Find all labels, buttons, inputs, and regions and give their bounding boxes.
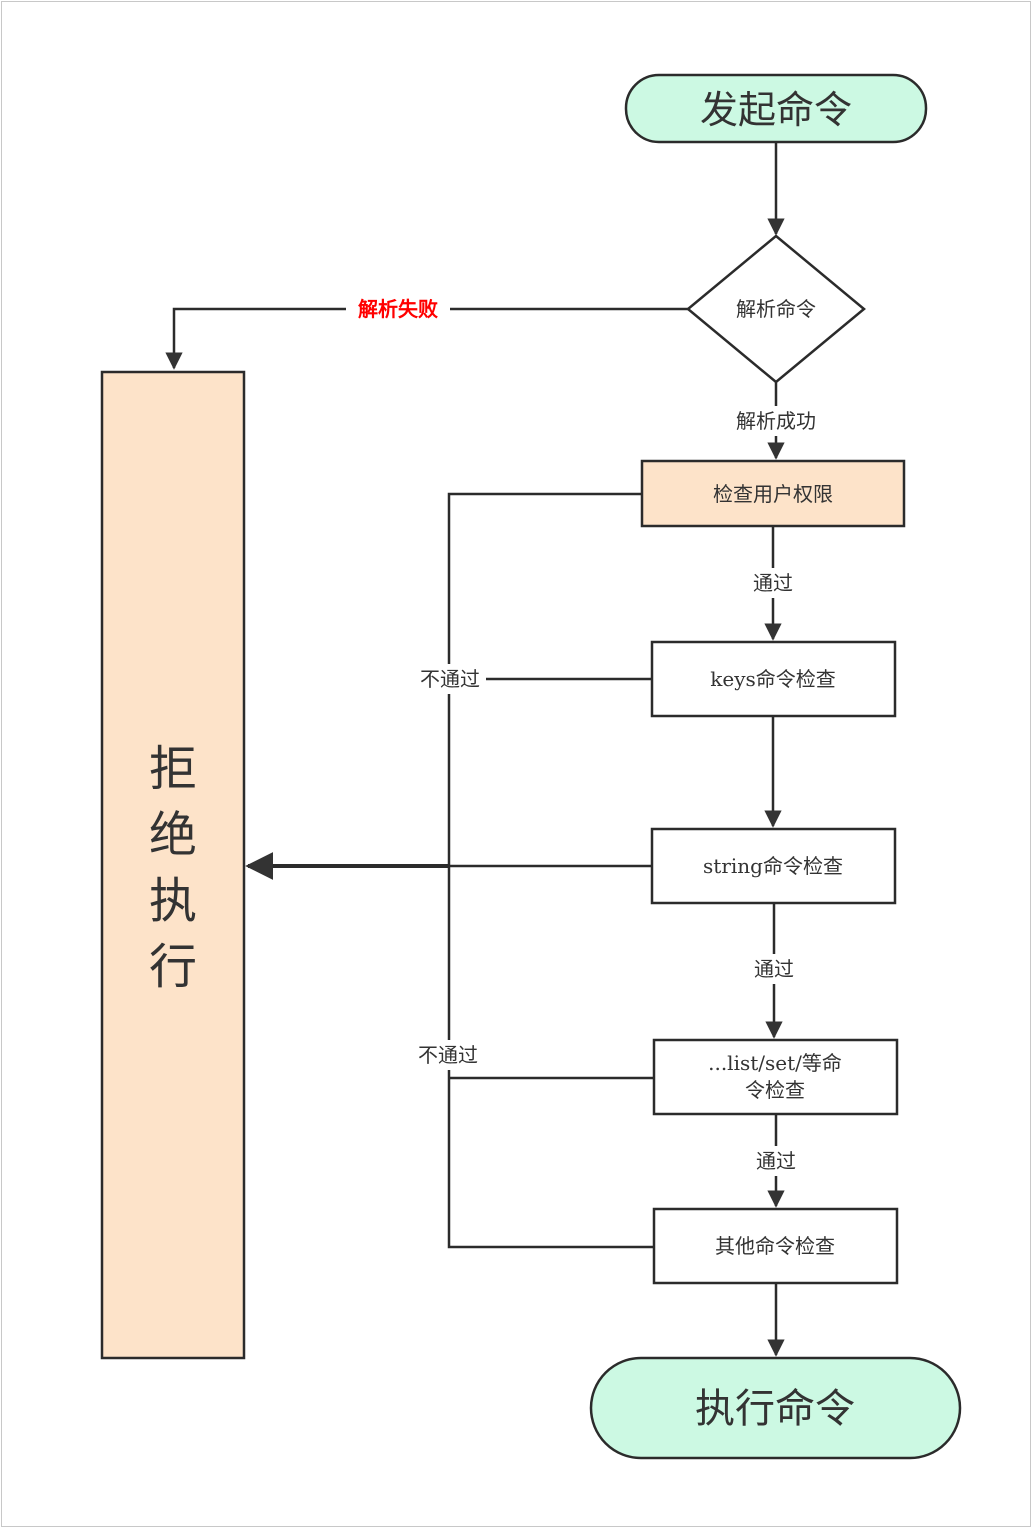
node-execute-label: 执行命令 — [695, 1386, 855, 1432]
label-parse-fail: 解析失败 — [358, 297, 438, 321]
node-parse-label: 解析命令 — [736, 297, 816, 321]
node-reject-char-2: 绝 — [149, 807, 197, 863]
label-pass-1: 通过 — [753, 571, 793, 595]
node-list-set-check-line2: 令检查 — [745, 1078, 805, 1102]
node-other-check-label: 其他命令检查 — [715, 1234, 835, 1258]
node-keys-check-label: keys命令检查 — [710, 667, 836, 691]
node-list-set-check: ...list/set/等命 令检查 — [652, 1038, 899, 1116]
node-list-set-check-line1: ...list/set/等命 — [708, 1051, 842, 1075]
edge-parse-fail — [165, 307, 688, 370]
label-fail-2: 不通过 — [418, 1043, 478, 1067]
node-other-check: 其他命令检查 — [652, 1207, 899, 1285]
node-start: 发起命令 — [624, 73, 928, 144]
edge-labels: 解析失败 解析成功 通过 通过 通过 不通过 不通过 — [346, 294, 826, 1176]
node-reject-char-3: 执 — [149, 873, 197, 929]
edge-perm-fail — [447, 492, 642, 866]
label-fail-1: 不通过 — [420, 667, 480, 691]
node-parse: 解析命令 — [686, 234, 866, 384]
node-keys-check: keys命令检查 — [650, 640, 897, 718]
node-check-perm-label: 检查用户权限 — [713, 482, 833, 506]
node-reject-char-4: 行 — [149, 939, 197, 995]
label-parse-success: 解析成功 — [736, 409, 816, 433]
connectors — [165, 142, 785, 1357]
node-reject-char-1: 拒 — [149, 741, 197, 797]
node-check-perm: 检查用户权限 — [640, 459, 906, 528]
node-reject: 拒 绝 执 行 — [100, 370, 246, 1360]
edge-other-fail — [447, 866, 654, 1249]
label-pass-3: 通过 — [756, 1149, 796, 1173]
node-string-check-label: string命令检查 — [703, 854, 843, 878]
node-string-check: string命令检查 — [650, 827, 897, 905]
node-execute: 执行命令 — [589, 1356, 962, 1460]
node-start-label: 发起命令 — [700, 88, 852, 132]
label-pass-2: 通过 — [754, 957, 794, 981]
